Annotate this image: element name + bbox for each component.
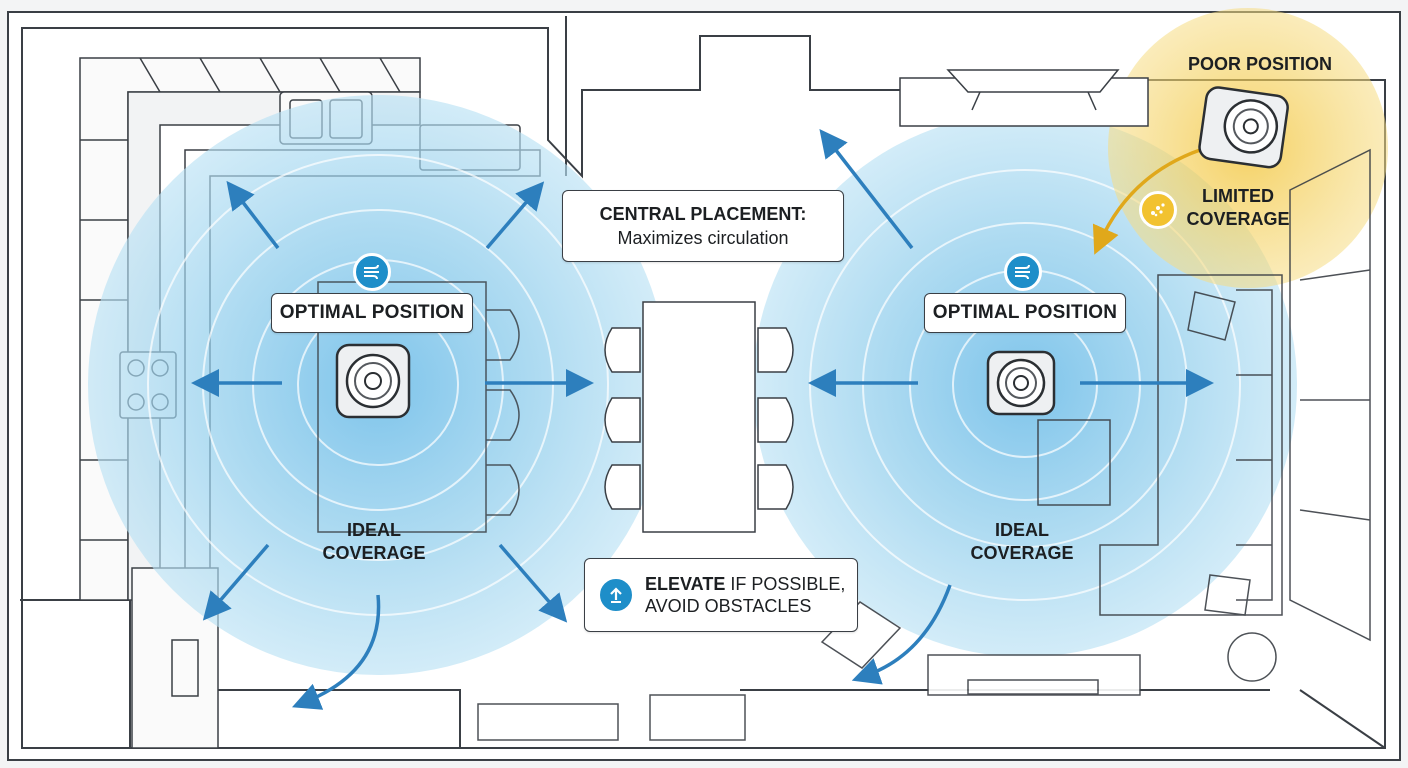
arrow-up-icon — [597, 576, 635, 614]
ideal-coverage-line2: COVERAGE — [322, 543, 426, 563]
elevate-callout: ELEVATE IF POSSIBLE, AVOID OBSTACLES — [584, 558, 858, 632]
living-room-furniture — [477, 148, 1371, 741]
optimal-position-label-right: OPTIMAL POSITION — [924, 293, 1126, 333]
ideal-coverage-line1: IDEAL — [995, 520, 1049, 540]
wind-icon — [353, 253, 391, 291]
air-purifier-icon — [986, 350, 1056, 416]
limited-coverage-line2: COVERAGE — [1186, 209, 1290, 229]
central-placement-callout: CENTRAL PLACEMENT: Maximizes circulation — [562, 190, 844, 262]
elevate-rest: IF POSSIBLE, — [725, 574, 846, 594]
ideal-coverage-line2: COVERAGE — [970, 543, 1074, 563]
dining-table — [604, 301, 794, 533]
air-purifier-icon — [335, 343, 411, 419]
ideal-coverage-label-left: IDEAL COVERAGE — [304, 519, 444, 565]
optimal-position-label-left: OPTIMAL POSITION — [271, 293, 473, 333]
limited-coverage-line1: LIMITED — [1202, 186, 1274, 206]
wind-icon — [1004, 253, 1042, 291]
poor-position-label: POOR POSITION — [1187, 54, 1333, 74]
elevate-text: ELEVATE IF POSSIBLE, AVOID OBSTACLES — [645, 573, 845, 617]
central-placement-title: CENTRAL PLACEMENT: — [599, 204, 807, 224]
central-placement-subtitle: Maximizes circulation — [617, 228, 789, 248]
elevate-line2: AVOID OBSTACLES — [645, 596, 812, 616]
kitchen-island — [317, 281, 520, 533]
limited-coverage-label: LIMITED COVERAGE — [1178, 185, 1298, 231]
tv-console — [899, 69, 1149, 127]
ideal-coverage-line1: IDEAL — [347, 520, 401, 540]
scatter-dots-icon — [1139, 191, 1177, 229]
airflow-arrows — [191, 128, 1214, 710]
ideal-coverage-label-right: IDEAL COVERAGE — [952, 519, 1092, 565]
air-purifier-icon — [1198, 86, 1289, 169]
elevate-bold: ELEVATE — [645, 574, 726, 594]
limited-flow-arrow — [1092, 148, 1201, 255]
